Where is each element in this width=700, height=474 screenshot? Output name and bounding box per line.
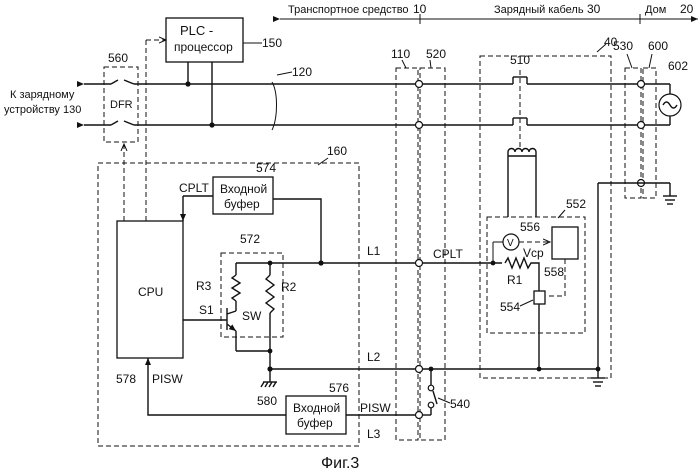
ref-530: 530	[613, 39, 633, 53]
label-l1: L1	[367, 244, 381, 258]
label-r3: R3	[196, 279, 212, 293]
plc-label-line2: процессор	[174, 40, 233, 54]
label-sw: SW	[242, 309, 262, 323]
switch-554	[534, 291, 545, 304]
ref-110: 110	[391, 47, 410, 61]
ref-552: 552	[566, 197, 586, 211]
vcp-label: Vcp	[523, 246, 544, 260]
cpu-label: CPU	[138, 285, 163, 299]
ref-578: 578	[116, 372, 136, 386]
header-vehicle-label: Транспортное средство	[288, 4, 409, 16]
ref-602: 602	[668, 59, 688, 73]
header-vehicle-ref: 10	[413, 2, 427, 16]
buffer-top-line1: Входной	[220, 182, 267, 196]
label-l2: L2	[367, 350, 381, 364]
ref-560: 560	[108, 51, 128, 65]
resistor-r2	[266, 275, 274, 313]
to-charger-line1: К зарядному	[10, 89, 75, 101]
header-cable-ref: 30	[587, 2, 601, 16]
header-house-ref: 20	[680, 2, 694, 16]
inlet-110-box	[396, 68, 418, 440]
buffer-bottom-line1: Входной	[293, 401, 340, 415]
ground-house	[663, 196, 677, 204]
ref-540: 540	[450, 397, 470, 411]
ref-520: 520	[426, 47, 446, 61]
ref-556: 556	[520, 220, 540, 234]
pisw-line-label: PISW	[360, 401, 391, 415]
cplt-cpu-label: CPLT	[179, 181, 209, 195]
resistor-r3	[232, 275, 240, 301]
label-r2: R2	[281, 280, 297, 294]
plug-530-box	[625, 68, 641, 198]
control-unit-558	[552, 227, 578, 259]
plc-label-line1: PLC -	[180, 23, 213, 38]
ground-cable	[591, 378, 605, 386]
label-r1: R1	[507, 273, 523, 287]
dfr-label: DFR	[110, 99, 133, 111]
ref-580: 580	[257, 394, 277, 408]
outlet-600-box	[643, 68, 656, 198]
ref-572: 572	[240, 232, 260, 246]
switch-540	[423, 369, 437, 415]
ref-510: 510	[510, 53, 530, 67]
ref-576: 576	[329, 381, 349, 395]
ac-source-602	[659, 84, 681, 125]
ref-120: 120	[292, 65, 312, 79]
ccid-relay-510	[508, 70, 536, 217]
cplt-line-label: CPLT	[433, 247, 463, 261]
ground-580	[261, 369, 277, 387]
circuit-572-box	[221, 253, 283, 337]
header-house-label: Дом	[645, 4, 666, 16]
label-s1: S1	[199, 303, 214, 317]
buffer-bottom-line2: буфер	[297, 416, 333, 430]
ref-558: 558	[544, 265, 564, 279]
ref-600: 600	[648, 39, 668, 53]
buffer-top-line2: буфер	[224, 197, 260, 211]
to-charger-line2: устройству 130	[4, 104, 81, 116]
ref-160: 160	[327, 144, 347, 158]
pisw-cpu-label: PISW	[152, 372, 183, 386]
voltmeter-label: V	[507, 238, 514, 249]
label-l3: L3	[367, 427, 381, 441]
header-cable-label: Зарядный кабель	[494, 4, 584, 16]
ref-554: 554	[500, 300, 520, 314]
plc-ref: 150	[262, 36, 282, 50]
ref-574: 574	[256, 161, 276, 175]
figure-caption: Фиг.3	[321, 455, 359, 472]
